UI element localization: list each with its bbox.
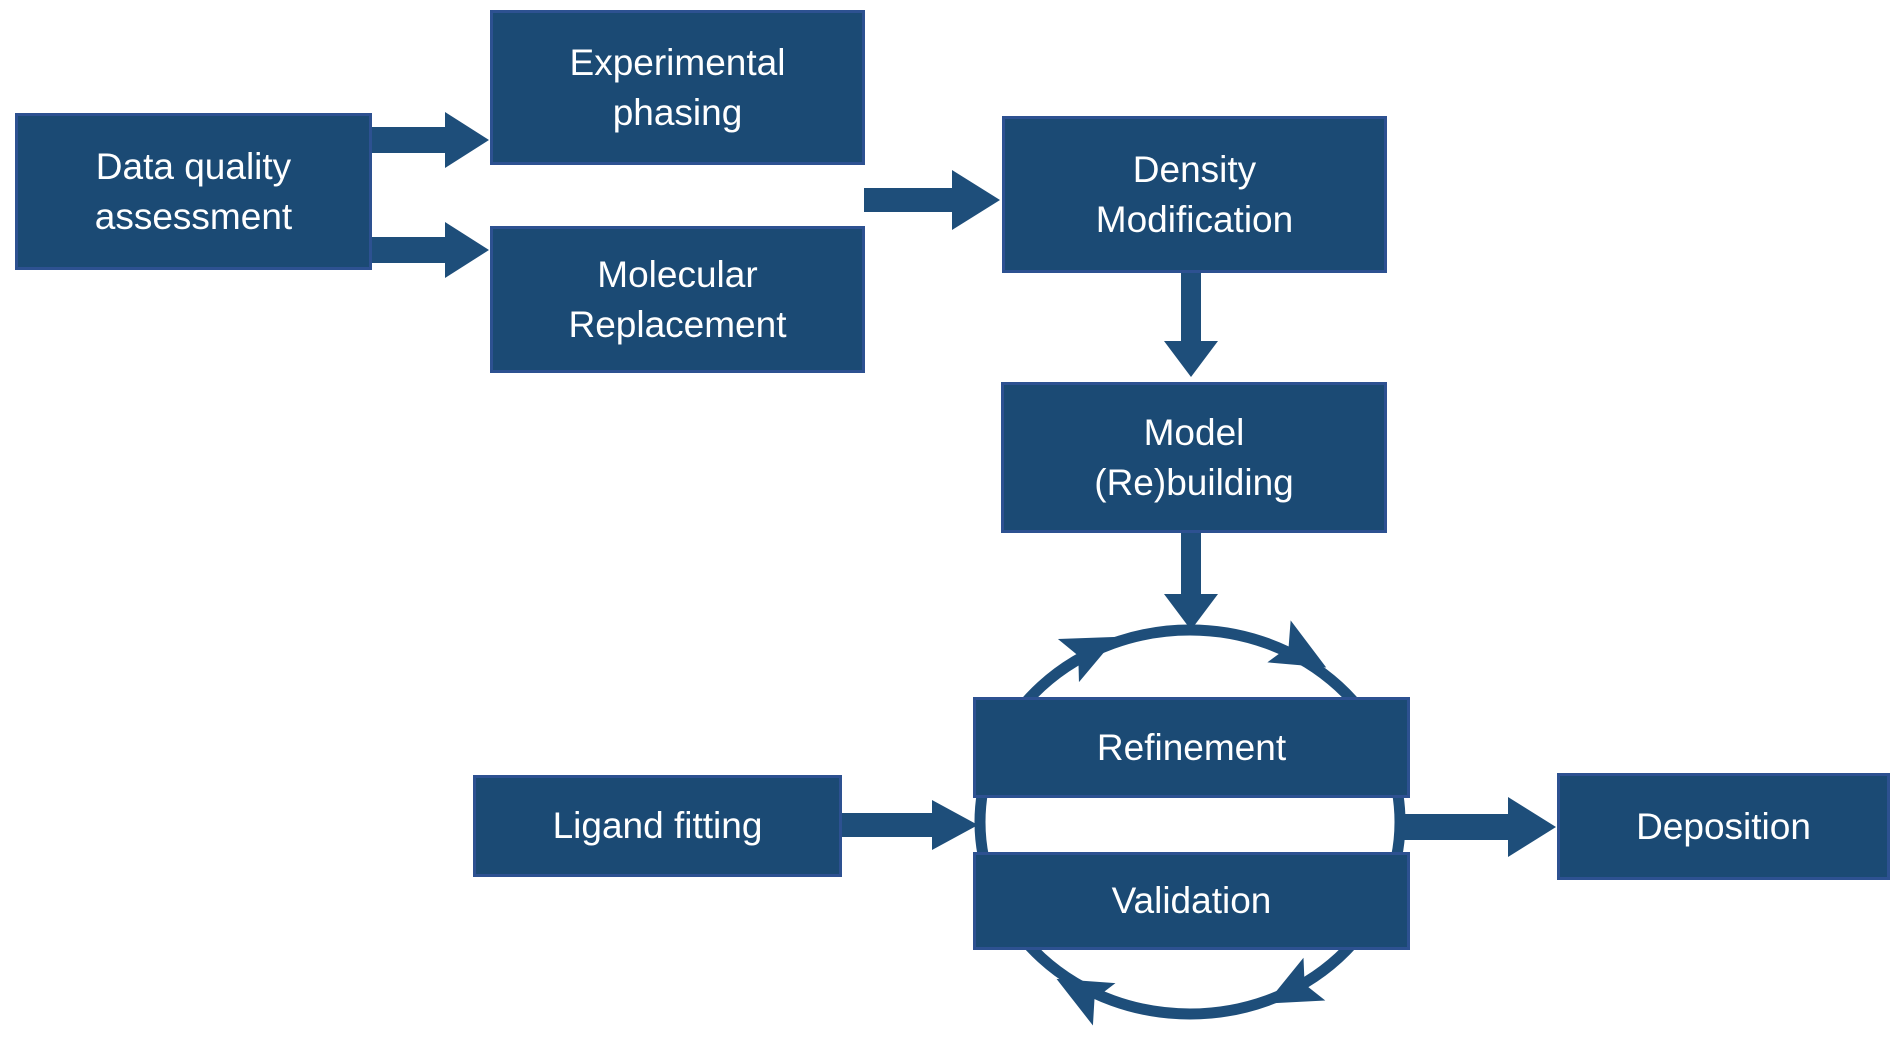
cycle-arrowhead-top-right [1267, 620, 1327, 668]
node-molecular-replacement: Molecular Replacement [490, 226, 865, 373]
node-label: Density Modification [1095, 148, 1294, 240]
node-label: Experimental phasing [569, 41, 786, 133]
node-validation: Validation [973, 852, 1410, 950]
node-label: Data quality assessment [94, 145, 293, 237]
arrow-density-modification-to-model-rebuilding [1164, 272, 1218, 377]
arrow-model-rebuilding-to-cycle [1164, 532, 1218, 630]
arrow-data-quality-to-experimental-phasing [371, 112, 489, 168]
cycle-arrowhead-bottom-right [1266, 957, 1326, 1004]
node-label: Molecular Replacement [568, 253, 787, 345]
node-deposition: Deposition [1557, 773, 1890, 880]
node-label: Refinement [1096, 726, 1287, 768]
arrow-ligand-fitting-to-cycle [841, 800, 978, 850]
cycle-arrowhead-top-left [1057, 636, 1117, 683]
node-experimental-phasing: Experimental phasing [490, 10, 865, 165]
arrow-data-quality-to-molecular-replacement [371, 222, 489, 278]
node-ligand-fitting: Ligand fitting [473, 775, 842, 877]
node-label: Validation [1111, 880, 1272, 921]
node-density-modification: Density Modification [1002, 116, 1387, 273]
arrow-phasing-to-density-modification [864, 170, 1000, 230]
node-data-quality-assessment: Data quality assessment [15, 113, 372, 270]
arrow-cycle-to-deposition [1401, 797, 1556, 857]
node-refinement: Refinement [973, 697, 1410, 798]
cycle-arrowhead-bottom-left [1056, 978, 1116, 1026]
node-label: Deposition [1636, 805, 1811, 847]
node-label: Model (Re)building [1094, 411, 1294, 503]
node-model-rebuilding: Model (Re)building [1001, 382, 1387, 533]
node-label: Ligand fitting [552, 805, 763, 846]
refinement-validation-cycle-circle [974, 624, 1406, 1020]
